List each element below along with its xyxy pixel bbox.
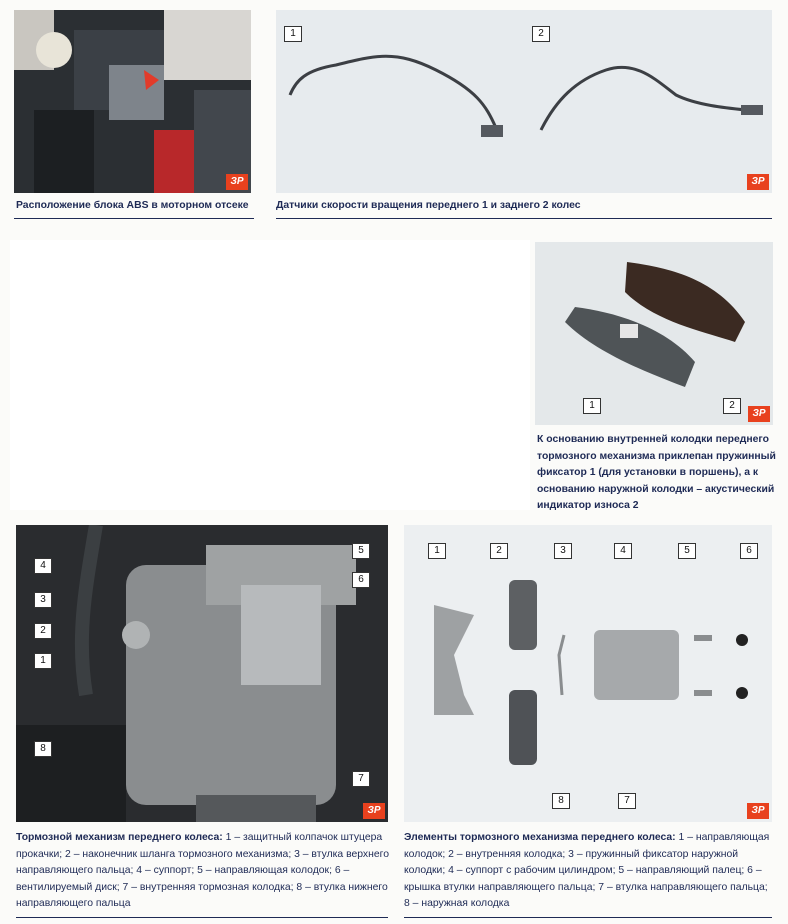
publisher-logo: ЗР [747,803,769,819]
blank-area [10,240,530,510]
publisher-logo: ЗР [747,174,769,190]
caption-rule [404,917,772,918]
callout-7: 7 [618,793,636,809]
callout-2: 2 [34,623,52,639]
caption-rule [16,917,388,918]
callout-5: 5 [678,543,696,559]
photo1-caption: Расположение блока ABS в моторном отсеке [16,200,249,211]
brake-parts-photo: 1 2 3 4 5 6 7 8 ЗР [404,525,772,822]
photo2-caption: Датчики скорости вращения переднего 1 и … [276,200,581,211]
photo5-caption-title: Элементы тормозного механизма переднего … [404,832,676,843]
photo5-caption: Элементы тормозного механизма переднего … [404,830,776,913]
publisher-logo: ЗР [748,406,770,422]
photo4-caption: Тормозной механизм переднего колеса: 1 –… [16,830,390,913]
callout-4: 4 [614,543,632,559]
callout-2: 2 [532,26,550,42]
callout-5: 5 [352,543,370,559]
caption-rule [276,218,772,219]
callout-6: 6 [740,543,758,559]
callout-8: 8 [552,793,570,809]
callout-1: 1 [428,543,446,559]
callout-1: 1 [34,653,52,669]
callout-4: 4 [34,558,52,574]
callout-1: 1 [284,26,302,42]
callout-6: 6 [352,572,370,588]
speed-sensors-photo: 1 2 ЗР [276,10,772,193]
photo5-caption-text: 1 – направляющая колодок; 2 – внутренняя… [404,832,770,909]
front-brake-photo: 1 2 3 4 5 6 7 8 ЗР [16,525,388,822]
callout-1: 1 [583,398,601,414]
callout-3: 3 [554,543,572,559]
photo4-caption-text: 1 – защитный колпачок штуцера прокачки; … [16,832,389,909]
callout-2: 2 [490,543,508,559]
callout-8: 8 [34,741,52,757]
photo3-caption: К основанию внутренней колодки переднего… [537,434,776,511]
publisher-logo: ЗР [363,803,385,819]
callout-3: 3 [34,592,52,608]
photo4-caption-title: Тормозной механизм переднего колеса: [16,832,223,843]
callout-7: 7 [352,771,370,787]
publisher-logo: ЗР [226,174,248,190]
callout-2: 2 [723,398,741,414]
abs-engine-photo: ЗР [14,10,251,193]
caption-rule [14,218,254,219]
brake-pads-photo: 1 2 ЗР [535,242,773,425]
